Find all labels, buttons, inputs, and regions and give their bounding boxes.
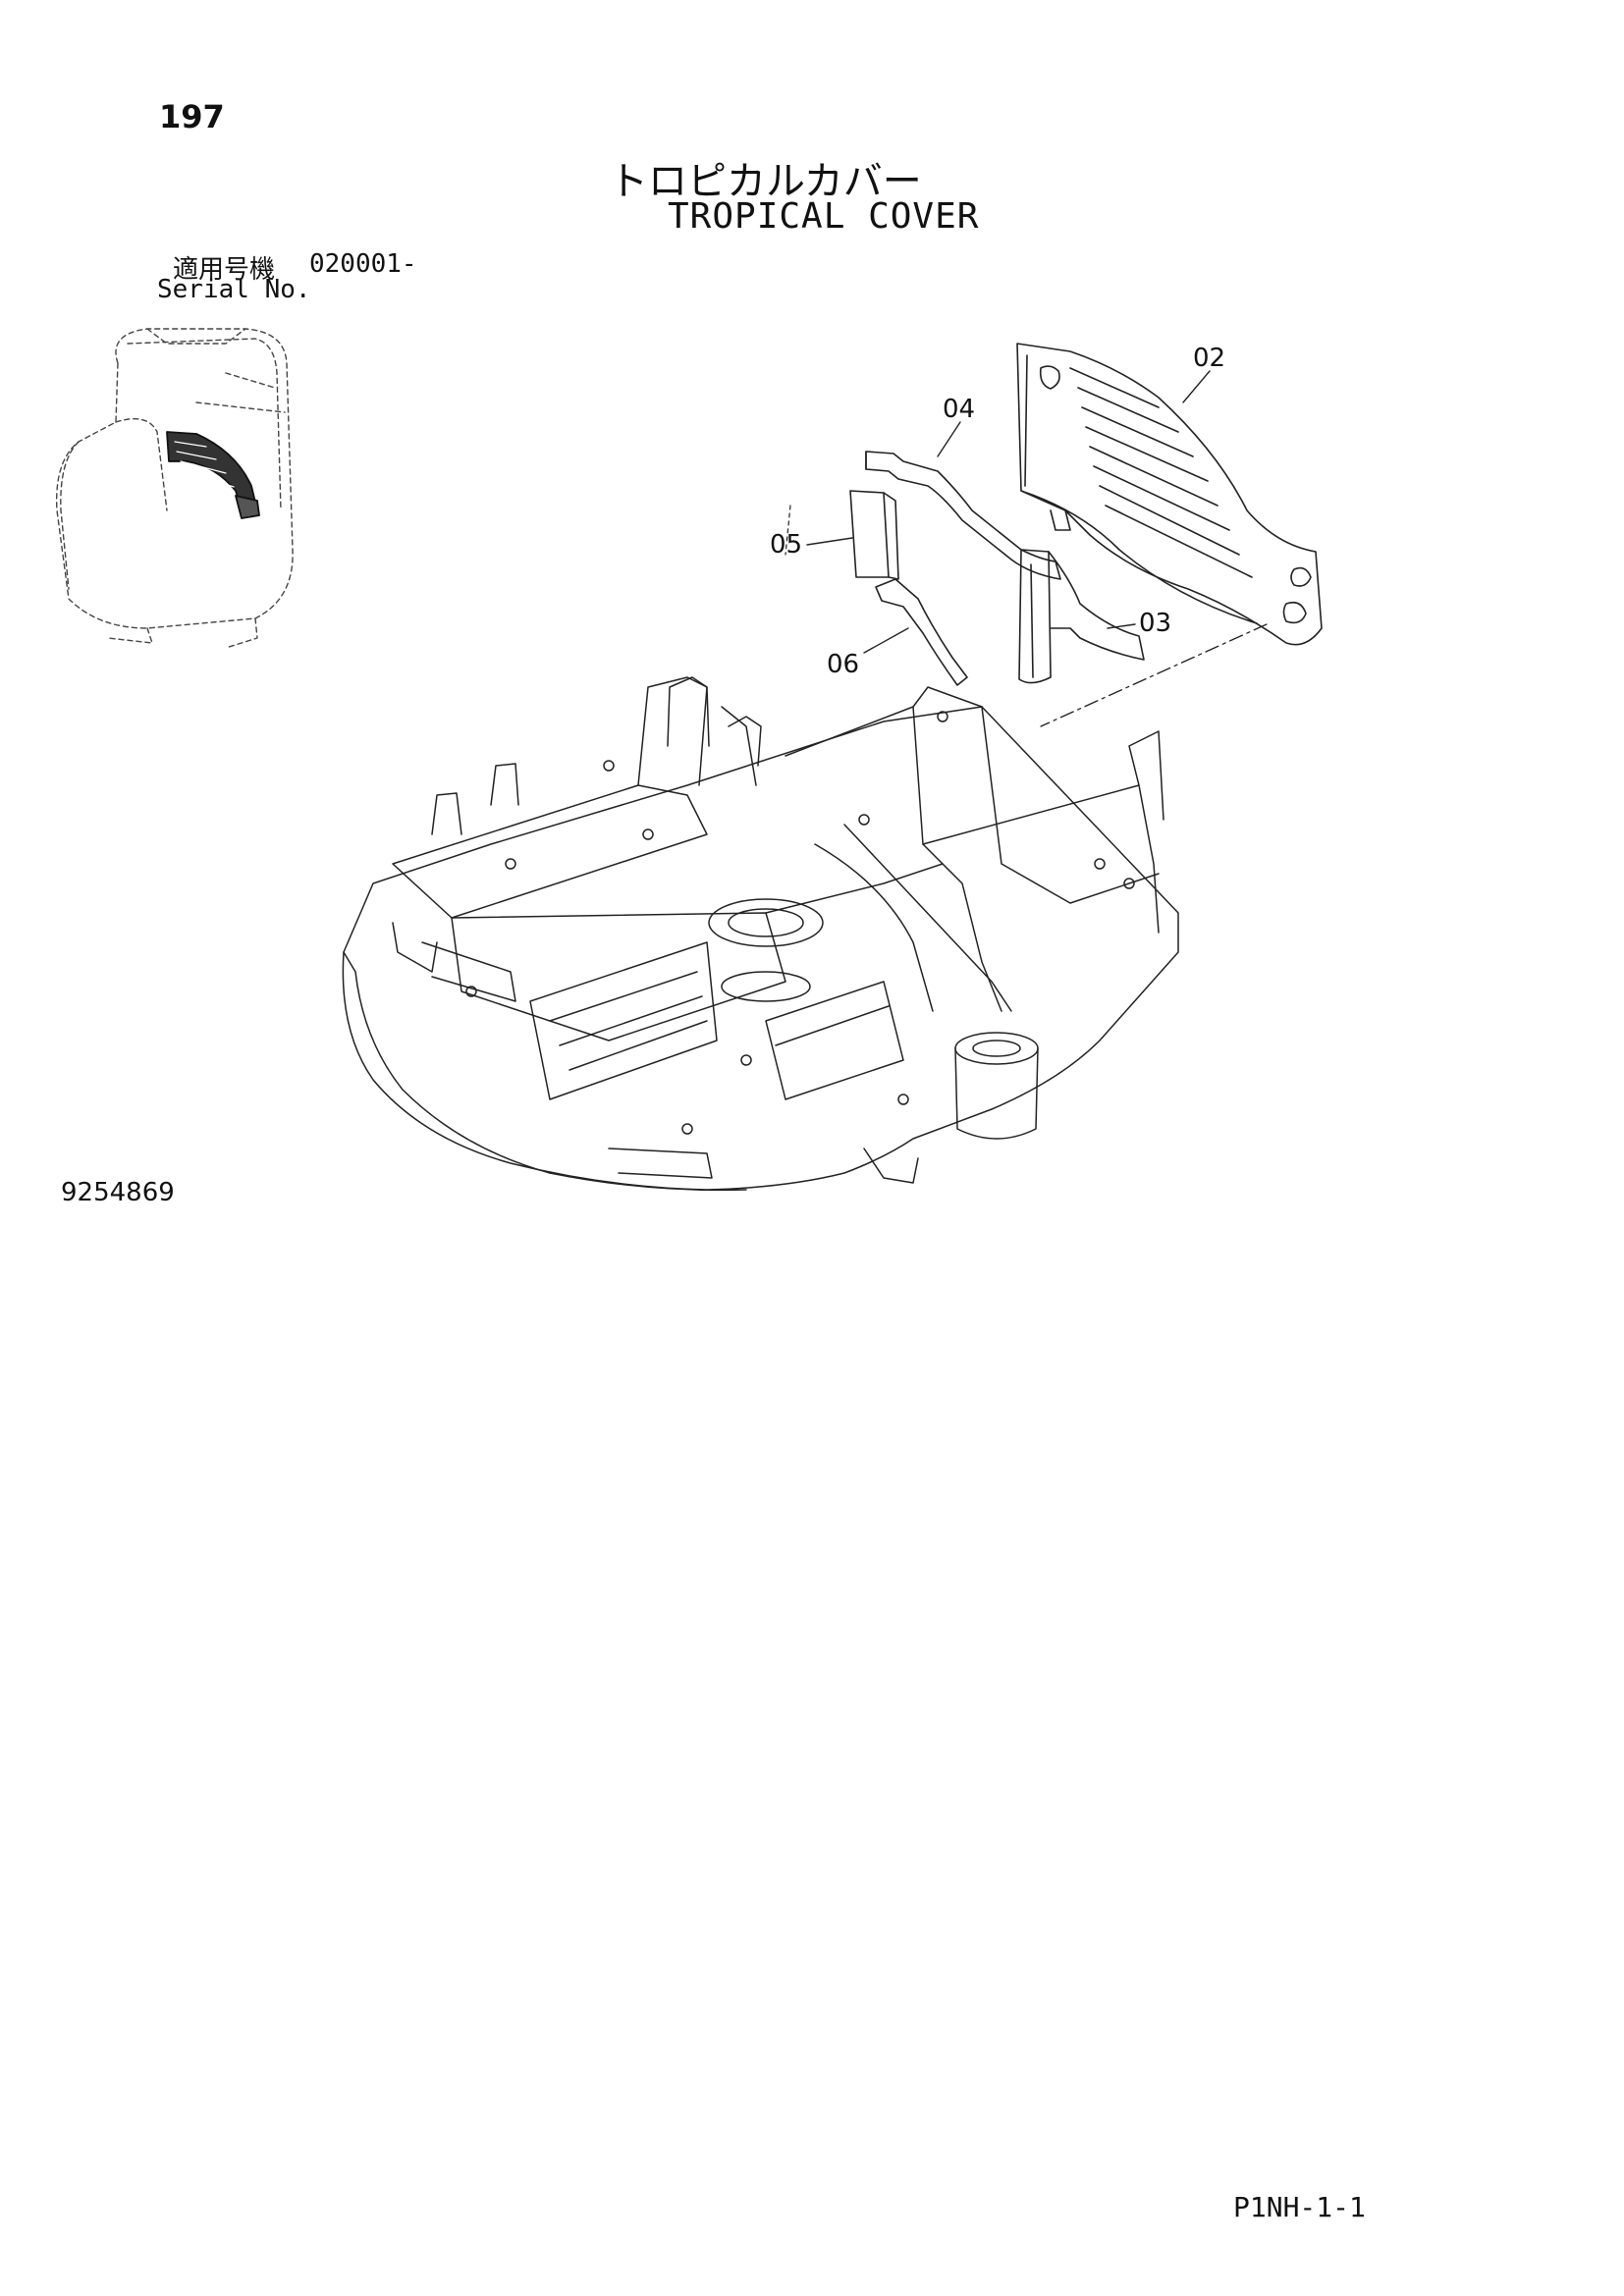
part-06-strip (875, 578, 968, 686)
callout-03: 03 (1139, 609, 1172, 638)
page-title-japanese: トロピカルカバー (609, 159, 922, 204)
figure-code: P1NH-1-1 (1233, 2191, 1366, 2223)
part-02-cover-panel (1016, 343, 1323, 646)
drawing-number: 9254869 (61, 1178, 175, 1207)
serial-number-value: 020001- (309, 249, 417, 279)
callout-04: 04 (943, 395, 976, 424)
callout-02: 02 (1193, 344, 1226, 373)
part-04-strip (865, 451, 1061, 580)
part-05-pad (849, 490, 899, 580)
callout-06: 06 (827, 650, 860, 679)
page-title-english: TROPICAL COVER (668, 196, 980, 237)
callout-leaders (806, 370, 1211, 654)
serial-label-english: Serial No. (157, 275, 311, 304)
part-03-bracket (1018, 549, 1145, 684)
callout-05: 05 (770, 530, 803, 560)
upper-frame (342, 676, 1179, 1192)
serial-label-japanese: 適用号機 (173, 255, 276, 285)
locator-thumbnail (55, 328, 294, 649)
page-number: 197 (159, 98, 225, 135)
locator-highlight (166, 431, 260, 519)
